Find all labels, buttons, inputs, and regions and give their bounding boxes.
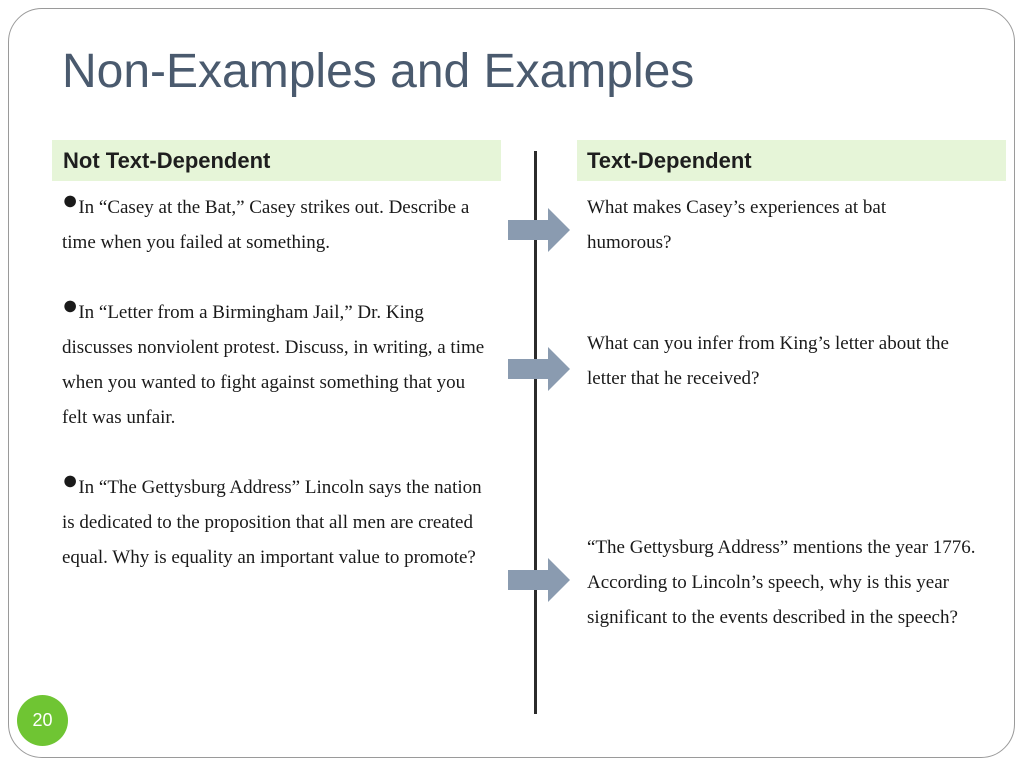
right-arrow-icon (508, 208, 570, 252)
column-divider (534, 151, 537, 714)
right-arrow-icon (508, 347, 570, 391)
header-text-dependent: Text-Dependent (577, 140, 1006, 181)
bullet-icon: ● (62, 290, 79, 320)
non-example-2-text: In “Letter from a Birmingham Jail,” Dr. … (62, 302, 485, 428)
non-example-1-text: In “Casey at the Bat,” Casey strikes out… (62, 197, 470, 253)
bullet-icon: ● (62, 465, 79, 495)
right-arrow-icon (508, 558, 570, 602)
example-1: What makes Casey’s experiences at bat hu… (587, 197, 887, 253)
example-2: What can you infer from King’s letter ab… (587, 333, 949, 389)
bullet-icon: ● (62, 185, 79, 215)
slide-title: Non-Examples and Examples (62, 45, 695, 98)
slide-frame (8, 8, 1015, 758)
page-number-badge: 20 (17, 695, 68, 746)
non-example-2: ●In “Letter from a Birmingham Jail,” Dr.… (62, 292, 492, 435)
example-3: “The Gettysburg Address” mentions the ye… (587, 537, 976, 628)
non-example-1: ●In “Casey at the Bat,” Casey strikes ou… (62, 187, 492, 260)
non-example-3: ●In “The Gettysburg Address” Lincoln say… (62, 467, 492, 575)
non-example-3-text: In “The Gettysburg Address” Lincoln says… (62, 477, 482, 568)
header-not-text-dependent: Not Text-Dependent (52, 140, 501, 181)
